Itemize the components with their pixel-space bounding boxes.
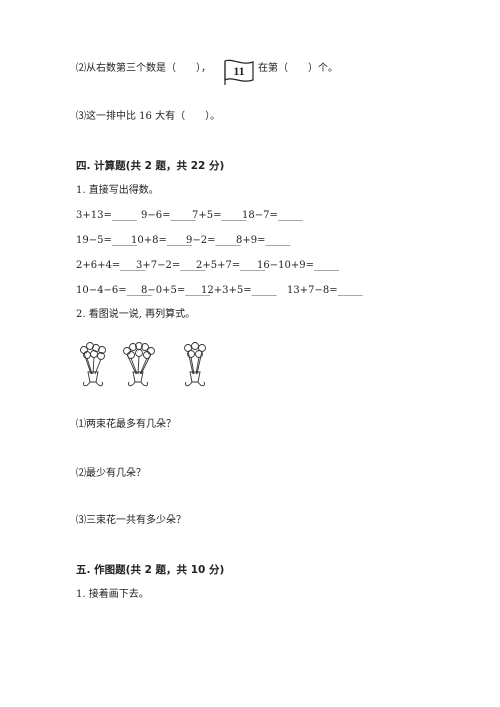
q2-part2-text-before: ⑵从右数第三个数是（ ），	[76, 63, 211, 74]
math-item: 18−7=_____	[242, 210, 303, 221]
section4-title: 四. 计算题(共 2 题，共 22 分)	[76, 160, 225, 172]
math-item: 7+5=_____	[192, 210, 247, 221]
section5-q1-title: 1. 接着画下去。	[76, 589, 149, 600]
section4-sub1: ⑴两束花最多有几朵？	[76, 419, 176, 430]
flower-bouquet-icon	[80, 342, 106, 387]
q2-part2-text-after: 在第（ ）个。	[258, 63, 338, 74]
flag-number: 11	[233, 64, 245, 78]
number-flag: 11	[222, 58, 256, 86]
math-item: 3+7−2=_____	[136, 260, 206, 271]
section4-sub2: ⑵最少有几朵？	[76, 468, 146, 479]
flower-bouquet-icon	[123, 342, 155, 387]
math-item: 10+8=_____	[131, 235, 192, 246]
math-item: 2+5+7=_____	[196, 260, 266, 271]
flower-bouquet-icon	[184, 342, 206, 387]
section4-q2-title: 2. 看图说一说, 再列算式。	[76, 309, 196, 320]
math-item: 9−2=_____	[186, 235, 241, 246]
math-item: 10−4−6=_____	[76, 285, 152, 296]
flag-icon	[224, 59, 254, 85]
math-item: 12+3+5=_____	[201, 285, 277, 296]
q2-part3-text: ⑶这一排中比 16 大有（ ）。	[76, 111, 221, 122]
math-item: 3+13=_____	[76, 210, 137, 221]
section4-q1-title: 1. 直接写出得数。	[76, 185, 159, 196]
math-item: 8+9=_____	[236, 235, 291, 246]
math-item: 9−6=_____	[141, 210, 196, 221]
math-item: 13+7−8=_____	[287, 285, 363, 296]
math-item: 8−0+5=_____	[141, 285, 211, 296]
section4-sub3: ⑶三束花一共有多少朵？	[76, 515, 186, 526]
math-item: 2+6+4=_____	[76, 260, 146, 271]
math-item: 19−5=_____	[76, 235, 137, 246]
math-item: 16−10+9=_____	[257, 260, 339, 271]
section5-title: 五. 作图题(共 2 题，共 10 分)	[76, 564, 225, 576]
